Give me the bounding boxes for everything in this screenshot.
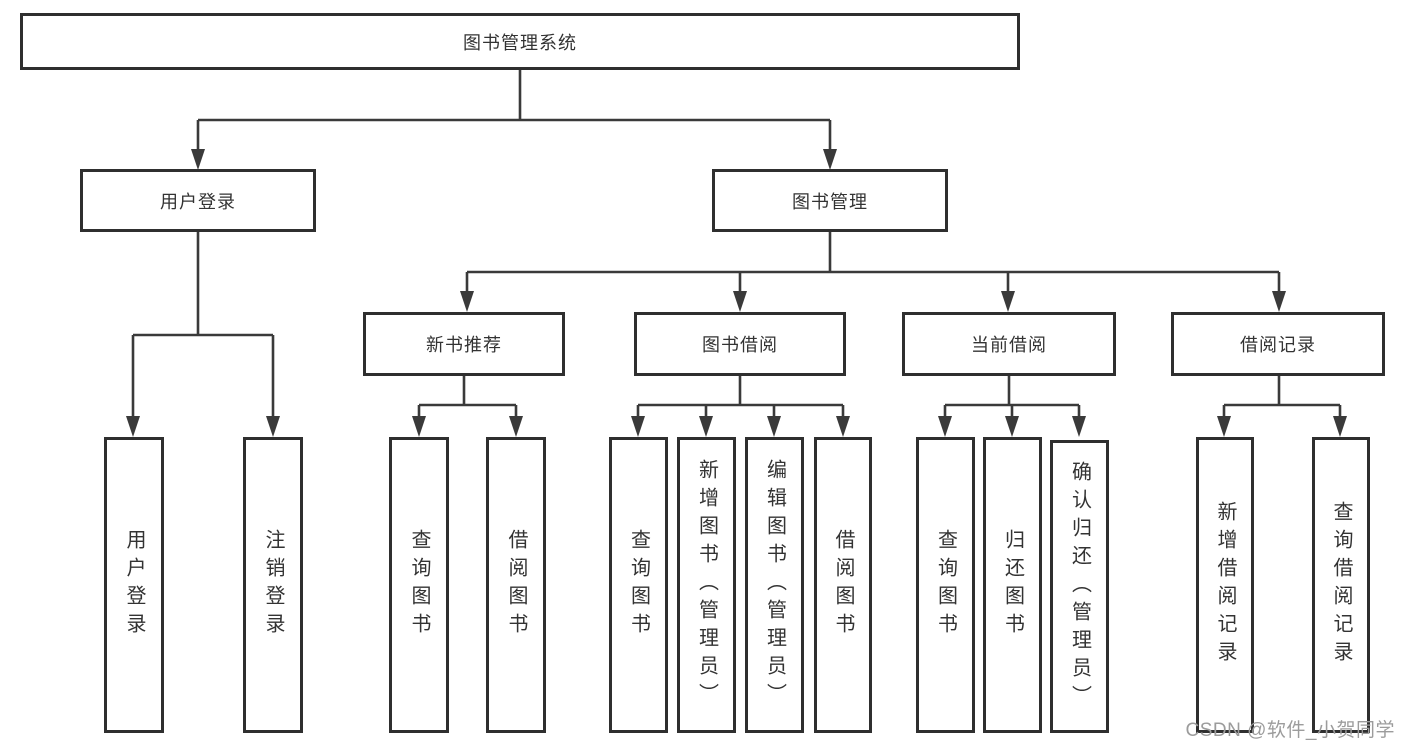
leaf-label: 查询图书 — [627, 529, 650, 641]
leaf-label: 查询借阅记录 — [1330, 501, 1352, 669]
leaf-label: 借阅图书 — [832, 529, 854, 641]
node-label: 借阅记录 — [1240, 335, 1316, 355]
leaf-label: 新增图书（管理员） — [695, 459, 718, 711]
leaf-borrow-query-book: 查询图书 — [609, 437, 668, 733]
node-root-system: 图书管理系统 — [20, 13, 1020, 70]
node-label: 图书借阅 — [702, 335, 778, 355]
leaf-logout-login: 注销登录 — [243, 437, 303, 733]
node-new-book-recommend: 新书推荐 — [363, 312, 565, 376]
leaf-records-add-record: 新增借阅记录 — [1196, 437, 1254, 733]
leaf-label: 查询图书 — [408, 529, 430, 641]
leaf-label: 新增借阅记录 — [1214, 501, 1236, 669]
leaf-borrow-borrow-book: 借阅图书 — [814, 437, 872, 733]
leaf-label: 归还图书 — [1001, 529, 1024, 641]
node-borrow-records: 借阅记录 — [1171, 312, 1385, 376]
leaf-current-query-book: 查询图书 — [916, 437, 975, 733]
leaf-borrow-add-book-admin: 新增图书（管理员） — [677, 437, 736, 733]
node-label: 图书管理系统 — [463, 32, 577, 53]
watermark-text: CSDN @软件_小贺同学 — [1185, 720, 1395, 741]
leaf-records-query-record: 查询借阅记录 — [1312, 437, 1370, 733]
node-user-login: 用户登录 — [80, 169, 316, 232]
node-label: 用户登录 — [160, 191, 236, 212]
leaf-label: 查询图书 — [934, 529, 957, 641]
leaf-label: 编辑图书（管理员） — [763, 459, 786, 711]
leaf-current-confirm-return-admin: 确认归还（管理员） — [1050, 440, 1109, 733]
leaf-borrow-edit-book-admin: 编辑图书（管理员） — [745, 437, 804, 733]
leaf-recommend-borrow-book: 借阅图书 — [486, 437, 546, 733]
node-label: 图书管理 — [792, 191, 868, 212]
node-current-borrow: 当前借阅 — [902, 312, 1116, 376]
node-label: 当前借阅 — [971, 335, 1047, 355]
leaf-user-login: 用户登录 — [104, 437, 164, 733]
leaf-label: 确认归还（管理员） — [1068, 460, 1091, 713]
leaf-label: 用户登录 — [123, 529, 145, 641]
leaf-recommend-query-book: 查询图书 — [389, 437, 449, 733]
leaf-label: 注销登录 — [262, 529, 284, 641]
node-book-borrow: 图书借阅 — [634, 312, 846, 376]
node-book-management: 图书管理 — [712, 169, 948, 232]
leaf-label: 借阅图书 — [505, 529, 527, 641]
leaf-current-return-book: 归还图书 — [983, 437, 1042, 733]
node-label: 新书推荐 — [426, 335, 502, 355]
